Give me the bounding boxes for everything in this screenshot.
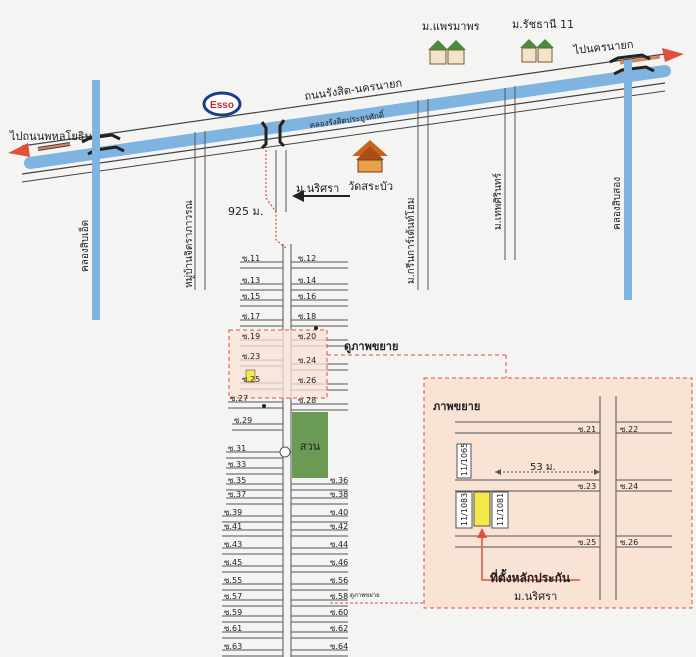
roundabout-icon xyxy=(279,446,291,458)
soi-label-right: ซ.60 xyxy=(330,608,348,617)
plot-11-1081: 11/1081 xyxy=(496,493,505,526)
soi-label-right: ซ.18 xyxy=(298,312,316,321)
plot-11-1083: 11/1083 xyxy=(460,493,469,526)
soi-label-right: ซ.28 xyxy=(298,396,316,405)
soi-label-right: ซ.24 xyxy=(298,356,316,365)
soi-label-left: ซ.63 xyxy=(224,642,242,651)
soi-label-left: ซ.11 xyxy=(242,254,260,263)
soi-label-left: ซ.15 xyxy=(242,292,260,301)
canal-right-label: คลองสิบสอง xyxy=(612,177,623,230)
west-arrow-icon xyxy=(8,142,71,157)
soi-label-left: ซ.13 xyxy=(242,276,260,285)
soi-label-left: ซ.61 xyxy=(224,624,242,633)
plot-highlight-small xyxy=(245,369,256,383)
temple-icon xyxy=(352,140,388,173)
soi-label-right: ซ.58 xyxy=(330,592,348,601)
inset-title: ภาพขยาย xyxy=(433,400,480,413)
soi-label-right: ซ.42 xyxy=(330,522,348,531)
soi-label-right: ซ.62 xyxy=(330,624,348,633)
soi-label-right: ซ.64 xyxy=(330,642,348,651)
canal-left-label: คลองสิบเอ็ด xyxy=(77,220,91,272)
inset-soi24: ซ.24 xyxy=(620,482,638,491)
soi-label-right: ซ.16 xyxy=(298,292,316,301)
location-label: ที่ตั้งหลักประกัน xyxy=(490,568,571,585)
inset-soi25: ซ.25 xyxy=(578,538,596,547)
west-direction-label: ไปถนนพหลโยธิน xyxy=(9,129,93,143)
see-enlarged-label: ดูภาพขยาย xyxy=(344,340,398,354)
east-direction-label: ไปนครนายก xyxy=(572,38,634,57)
soi-label-left: ซ.37 xyxy=(228,490,246,499)
esso-label: Esso xyxy=(210,100,234,111)
entrance-arrow-icon xyxy=(292,190,350,202)
soi-label-left: ซ.35 xyxy=(228,476,246,485)
soi-label-left: ซ.41 xyxy=(224,522,242,531)
side-roads xyxy=(194,86,516,290)
soi-label-right: ซ.20 xyxy=(298,332,316,341)
ratchathani-label: ม.รัชธานี 11 xyxy=(512,18,574,31)
inset-soi21: ซ.21 xyxy=(578,425,596,434)
narisra-label: ม.นริศรา xyxy=(296,182,339,195)
soi-label-right: ซ.38 xyxy=(330,490,348,499)
soi-label-left: ซ.55 xyxy=(224,576,242,585)
soi-label-left: ซ.59 xyxy=(224,608,242,617)
village-pw-label: หมู่บ้านจิตราภาวรณ xyxy=(183,200,195,288)
inset-soi22: ซ.22 xyxy=(620,425,638,434)
soi-label-right: ซ.56 xyxy=(330,576,348,585)
soi-label-right: ซ.14 xyxy=(298,276,316,285)
see-enlarged-small-label: ดูภาพขยาย xyxy=(350,592,380,599)
soi-label-left: ซ.19 xyxy=(242,332,260,341)
soi-label-right: ซ.12 xyxy=(298,254,316,263)
house-icon xyxy=(520,39,554,63)
park xyxy=(292,412,328,478)
distance-label: 925 ม. xyxy=(228,205,263,218)
collateral-plot xyxy=(473,491,491,527)
soi-label-right: ซ.26 xyxy=(298,376,316,385)
wat-label: วัดสระบัว xyxy=(348,180,393,193)
inset-distance: 53 ม. xyxy=(530,462,556,473)
park-label: สวน xyxy=(300,440,321,453)
soi-label-left: ซ.23 xyxy=(242,352,260,361)
thepsiri-label: ม.เทพศิรินทร์ xyxy=(492,172,504,230)
soi-label-left: ซ.33 xyxy=(228,460,246,469)
soi-label-right: ซ.46 xyxy=(330,558,348,567)
soi-label-left: ซ.31 xyxy=(228,444,246,453)
soi-label-left: ซ.29 xyxy=(234,416,252,425)
inset-soi23: ซ.23 xyxy=(578,482,596,491)
inset-soi26: ซ.26 xyxy=(620,538,638,547)
house-icon xyxy=(428,40,466,65)
praemaporn-label: ม.แพรมาพร xyxy=(422,20,480,33)
zoom-region xyxy=(228,329,328,399)
soi-label-left: ซ.25 xyxy=(242,375,260,384)
plot-11-1065: 11/1065 xyxy=(460,443,469,476)
soi-label-left: ซ.57 xyxy=(224,592,242,601)
soi-label-left: ซ.43 xyxy=(224,540,242,549)
soi-label-right: ซ.36 xyxy=(330,476,348,485)
soi-label-left: ซ.45 xyxy=(224,558,242,567)
esso-logo: Esso xyxy=(202,91,242,117)
main-road xyxy=(21,53,671,183)
krintorn-label: ม.กรีนการ์เด้นท์โฮม xyxy=(404,198,417,284)
soi-label-right: ซ.44 xyxy=(330,540,348,549)
enlarged-inset: ภาพขยาย ซ.21 ซ.22 ซ.23 ซ.24 ซ.25 ซ.26 xyxy=(423,377,693,609)
bridge-center-icon xyxy=(260,119,286,150)
soi-label-right: ซ.40 xyxy=(330,508,348,517)
soi-label-left: ซ.39 xyxy=(224,508,242,517)
inset-village-label: ม.นริศรา xyxy=(514,590,557,603)
soi-label-left: ซ.17 xyxy=(242,312,260,321)
bridge-east-icon xyxy=(609,53,655,76)
soi-label-left: ซ.27 xyxy=(230,394,248,403)
